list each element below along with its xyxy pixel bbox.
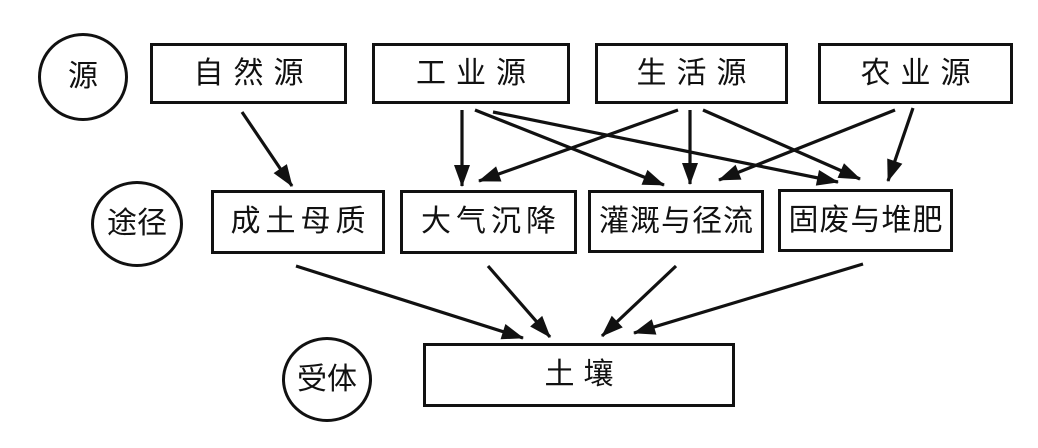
edge-industrial-source-to-solid-waste-compost	[492, 110, 839, 186]
edge-natural-source-to-parent-material	[240, 111, 294, 187]
node-solid-waste-compost: 固废与堆肥	[778, 189, 953, 252]
node-natural-source: 自然源	[150, 43, 347, 104]
node-industrial-source: 工业源	[372, 43, 570, 104]
pathways-row-badge: 途径	[91, 181, 183, 267]
node-agricultural-source: 农业源	[818, 43, 1013, 104]
edge-irrigation-runoff-to-soil	[600, 264, 678, 338]
node-parent-material: 成土母质	[211, 190, 385, 254]
sources-row-badge: 源	[38, 33, 128, 121]
receptor-row-badge: 受体	[282, 337, 372, 422]
edge-domestic-source-to-solid-waste-compost	[702, 108, 861, 181]
edge-solid-waste-compost-to-soil	[633, 262, 864, 335]
edge-parent-material-to-soil	[295, 264, 524, 340]
node-atmospheric-deposition: 大气沉降	[400, 190, 577, 254]
edge-industrial-source-to-irrigation-runoff	[474, 108, 665, 187]
edge-atmospheric-deposition-to-soil	[486, 264, 552, 339]
edge-agricultural-source-to-irrigation-runoff	[718, 108, 896, 182]
edge-agricultural-source-to-solid-waste-compost	[886, 107, 915, 182]
node-soil: 土壤	[423, 343, 735, 407]
node-irrigation-runoff: 灌溉与径流	[588, 190, 764, 253]
node-domestic-source: 生活源	[595, 43, 788, 104]
edge-domestic-source-to-atmospheric-deposition	[478, 108, 679, 183]
